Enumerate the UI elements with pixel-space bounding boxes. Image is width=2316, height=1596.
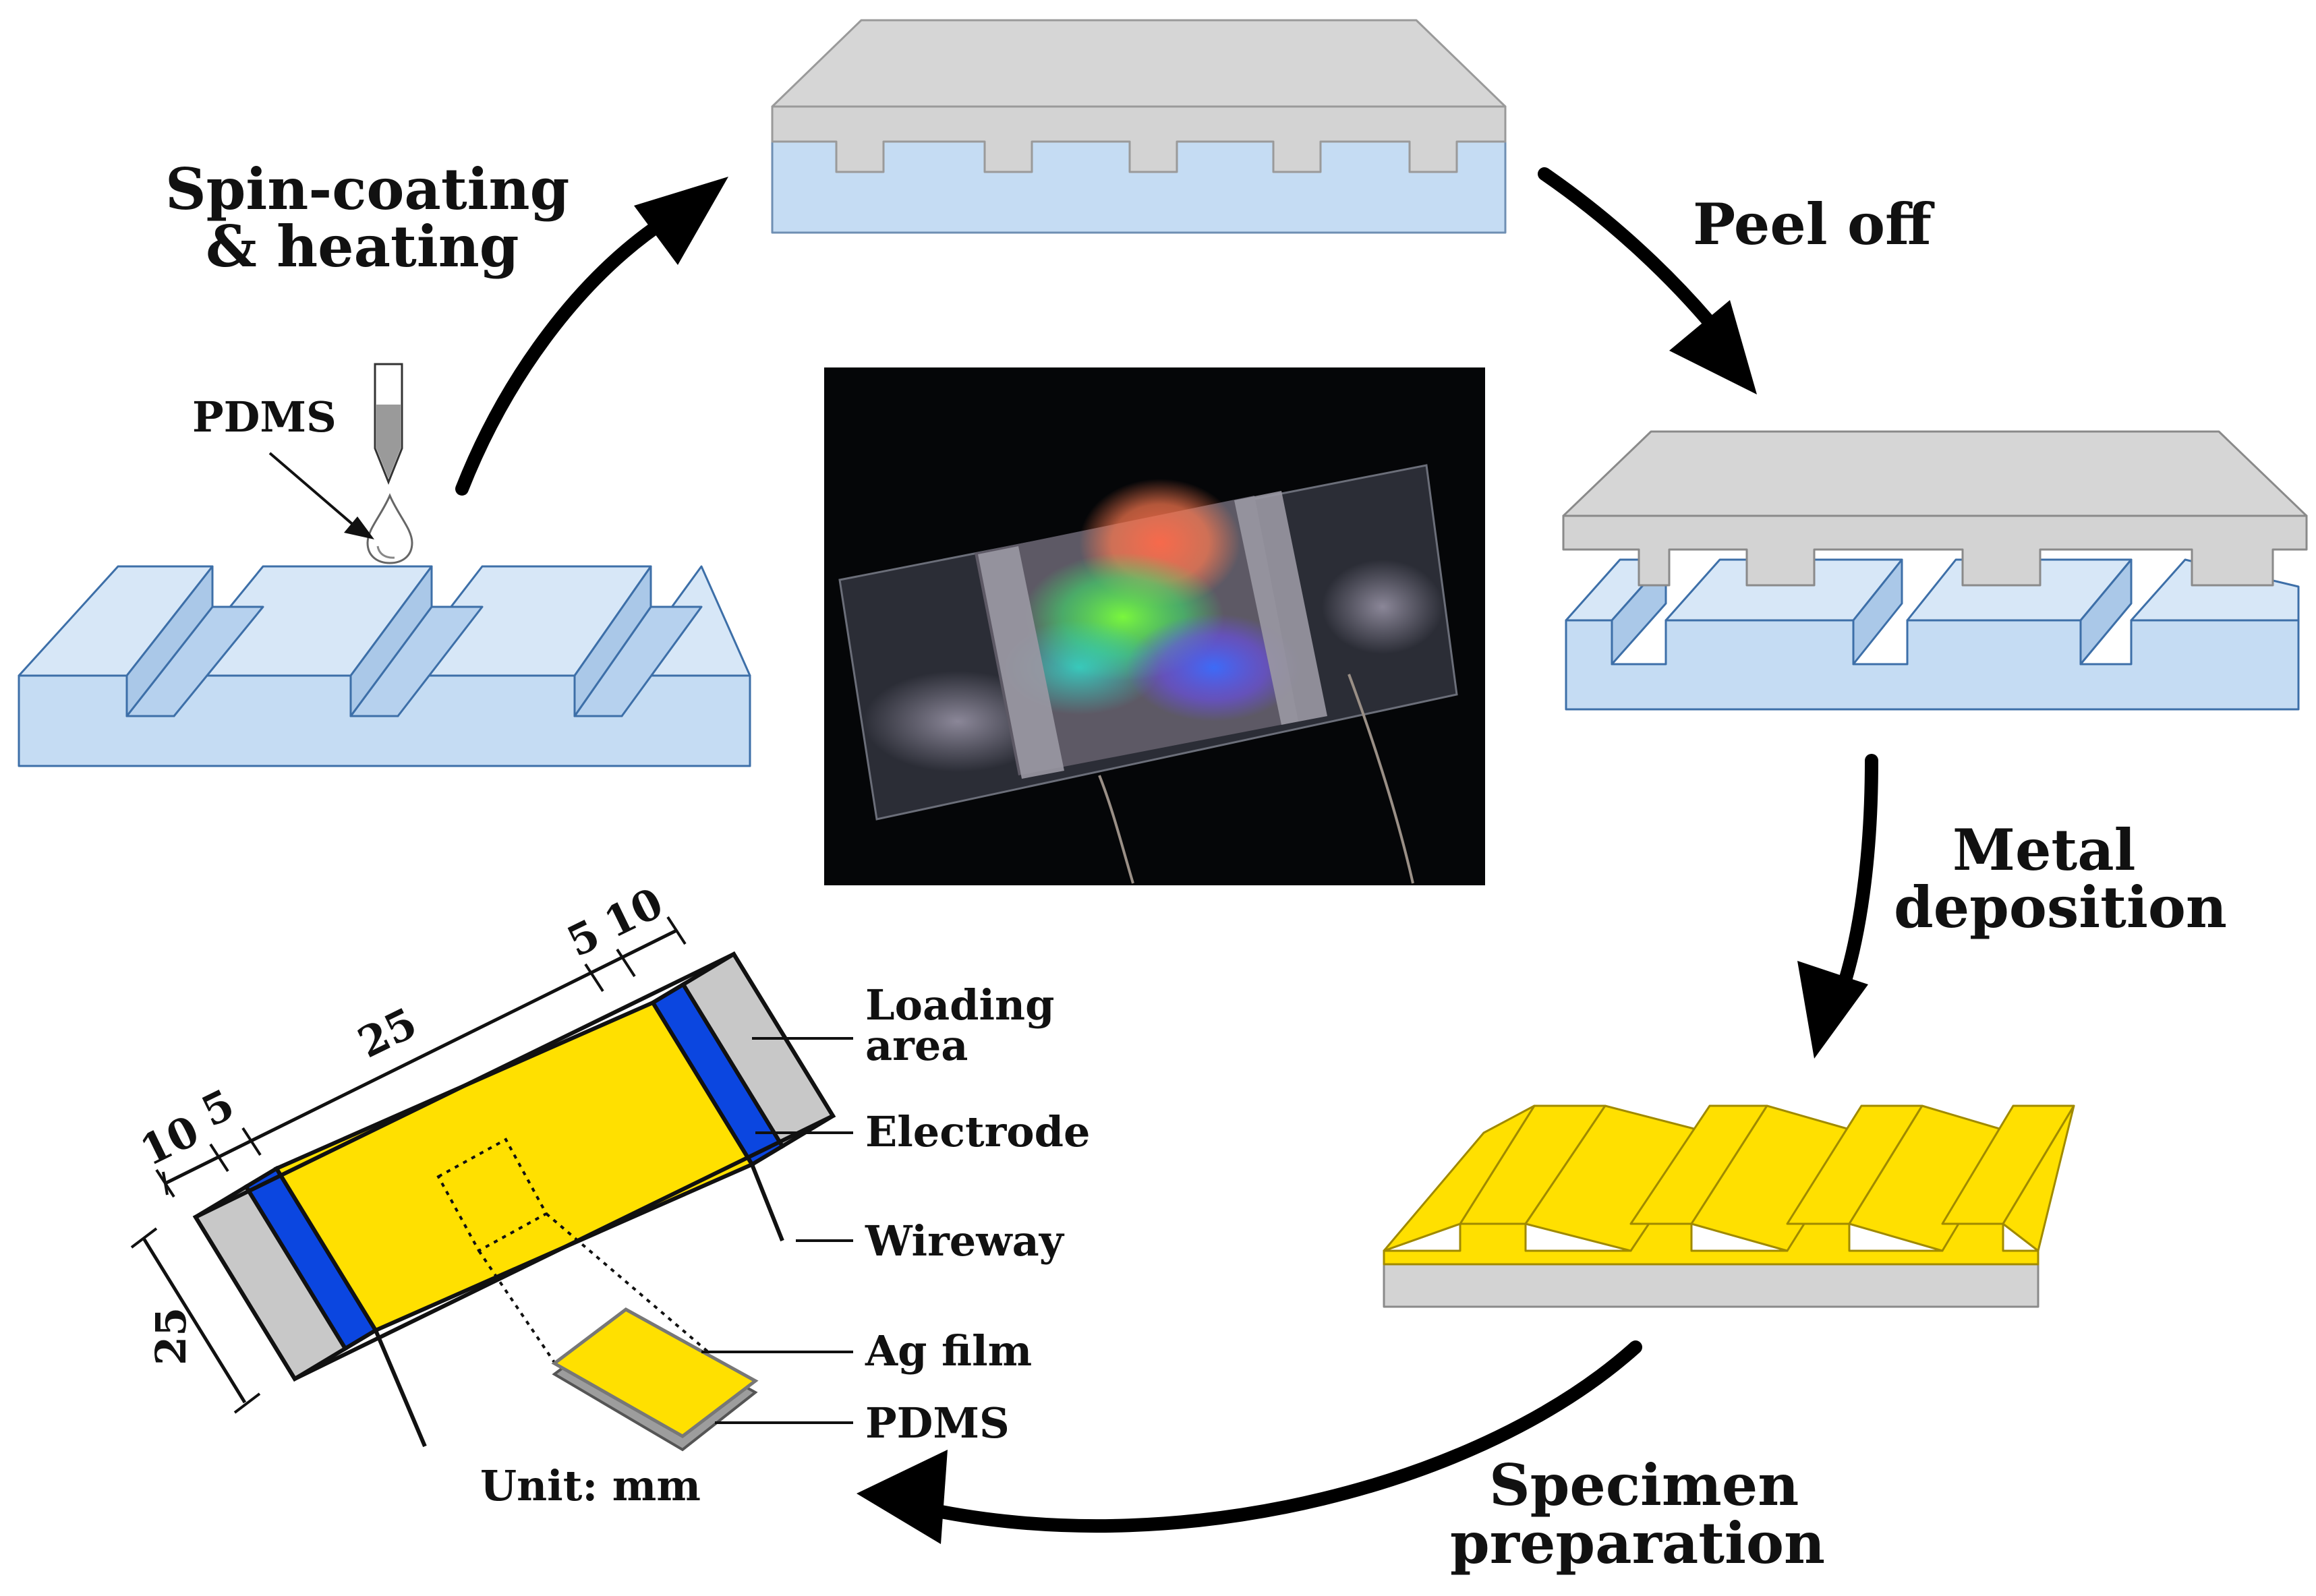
unit-label: Unit: mm — [480, 1461, 701, 1510]
wireway-left — [374, 1329, 427, 1448]
peeled-pdms-top-face — [1562, 430, 2308, 517]
lower-mold-front — [1565, 619, 2300, 711]
callout-labels: Loading area Electrode Wireway Ag film P… — [480, 980, 1090, 1510]
mold-groove-wall — [125, 565, 214, 717]
dim-5-left: 5 — [194, 1080, 242, 1137]
pdms-pointer-arrowhead — [344, 516, 374, 539]
dimension-lines — [130, 916, 687, 1414]
arrowhead-metal-deposition — [1797, 961, 1868, 1059]
specimen-photo — [824, 367, 1485, 885]
peeled-assembly — [1562, 430, 2308, 711]
lower-mold-wall — [1852, 558, 1903, 666]
arrowheads — [634, 177, 1868, 1544]
mold-groove-wall — [573, 565, 652, 717]
zoom-line — [477, 1249, 558, 1367]
cast-pdms-top-face — [771, 19, 1507, 108]
slide-smudge — [1322, 560, 1443, 654]
specimen-preparation-label: Specimen — [1489, 1452, 1799, 1518]
specimen-outline — [192, 951, 836, 1382]
spin-coating-label: & heating — [206, 213, 519, 280]
pipette-liquid — [376, 405, 401, 479]
photo-tape-left — [978, 546, 1064, 779]
spin-coating-label: Spin-coating — [165, 156, 569, 223]
arrow-specimen-preparation — [927, 1340, 1642, 1533]
ag-film-area — [273, 1000, 755, 1333]
pdms-dropper: PDMS — [192, 363, 413, 564]
mold-groove-wall — [349, 565, 433, 717]
ag-surface — [2002, 1104, 2075, 1252]
lower-mold-top — [2130, 558, 2300, 622]
ag-left-slope — [1383, 1104, 1536, 1252]
tick-marks — [130, 916, 687, 1414]
layer-inset — [551, 1307, 759, 1452]
peeled-pdms-front — [1562, 514, 2308, 587]
hologram-blue — [1126, 614, 1302, 721]
specimen-preparation-label: preparation — [1450, 1510, 1825, 1576]
step-labels: Spin-coating & heating Peel off Metal de… — [165, 156, 2227, 1576]
dim-25-top: 25 — [351, 998, 425, 1067]
photo-tape-right — [1234, 491, 1327, 725]
dim-25-side: 25 — [146, 1307, 196, 1365]
dim-5-right: 5 — [560, 910, 608, 967]
ag-film-label: Ag film — [865, 1326, 1032, 1376]
wireway-right — [750, 1163, 784, 1242]
wireway-label: Wireway — [865, 1216, 1065, 1266]
photo-wire — [1098, 775, 1134, 884]
drop-icon — [366, 493, 413, 564]
cast-pdms-front — [771, 105, 1507, 173]
arrow-peel-off — [1538, 167, 1723, 337]
ag-layer-inset — [551, 1307, 759, 1438]
pdms-layer-label: PDMS — [865, 1398, 1010, 1448]
peel-off-label: Peel off — [1693, 191, 1935, 258]
pdms-drop-label: PDMS — [192, 392, 337, 442]
zoom-line — [545, 1212, 710, 1353]
arrow-metal-deposition — [1828, 754, 1878, 1018]
lower-mold — [1565, 558, 2300, 711]
arrow-spin-coating — [455, 212, 674, 496]
metal-deposition-label: Metal — [1952, 817, 2136, 883]
photo-wire — [1348, 674, 1414, 884]
specimen-schematic — [192, 951, 836, 1448]
pdms-pointer-line — [268, 452, 357, 529]
metal-coated-pdms — [1383, 1104, 2075, 1308]
loading-area-label: area — [865, 1021, 968, 1070]
pdms-on-mold — [771, 19, 1507, 234]
loading-area-label: Loading — [865, 980, 1054, 1030]
dimension-line-side — [141, 1236, 247, 1404]
arrowhead-peel-off — [1669, 300, 1757, 394]
grooved-mold — [18, 565, 751, 767]
drop-highlight — [376, 545, 395, 559]
callout-lines — [701, 1037, 853, 1424]
dim-10-left: 10 — [133, 1106, 207, 1175]
electrode-label: Electrode — [865, 1107, 1090, 1156]
arrowhead-specimen-preparation — [857, 1450, 948, 1544]
metal-deposition-label: deposition — [1894, 874, 2227, 941]
arrowhead-spin-coating — [634, 177, 728, 265]
lower-mold-wall — [2079, 558, 2133, 666]
